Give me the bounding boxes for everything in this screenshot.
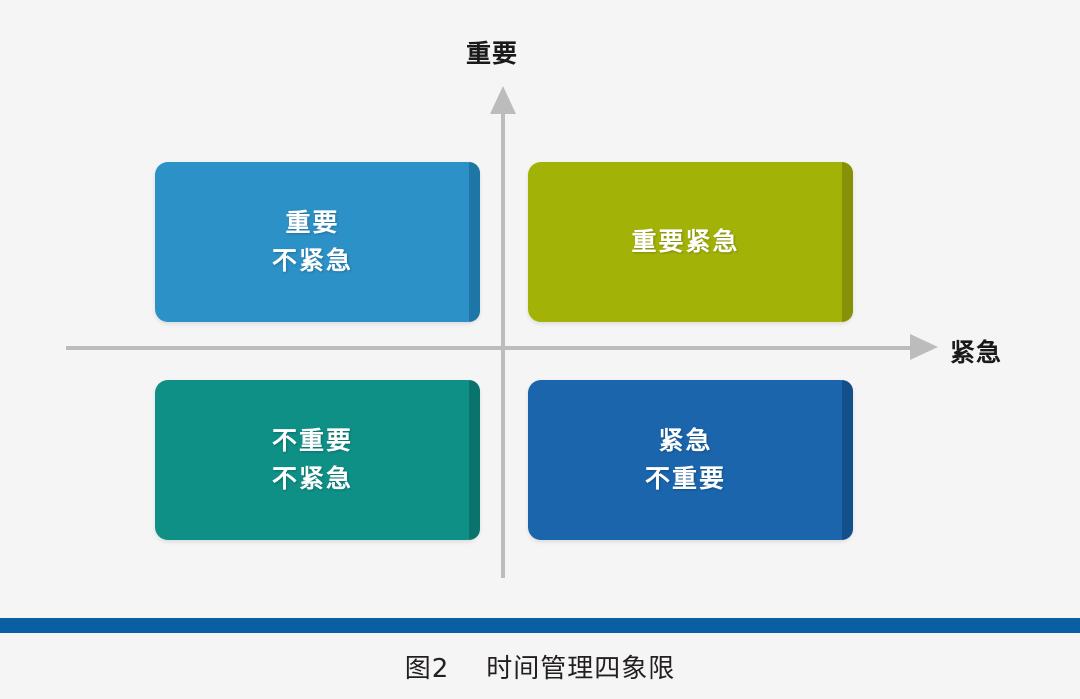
quadrant-label: 不重要 不紧急: [271, 427, 353, 493]
quadrant-label: 重要紧急: [631, 228, 740, 256]
horizontal-axis-line: [66, 346, 924, 350]
quadrant-label: 重要 不紧急: [271, 209, 353, 275]
quadrant-bevel: [469, 162, 480, 322]
vertical-axis-arrow-icon: [490, 86, 516, 114]
quadrant-bevel: [842, 380, 853, 540]
quadrant-important-urgent[interactable]: 重要紧急: [528, 162, 853, 322]
vertical-axis-label: 重要: [466, 40, 519, 68]
figure-canvas: 重要 紧急 重要 不紧急 重要紧急 不重要 不紧急 紧急 不重要: [66, 40, 1003, 578]
bottom-divider-rule: [0, 618, 1080, 633]
horizontal-axis-arrow-icon: [910, 334, 938, 360]
quadrant-urgent-not-important[interactable]: 紧急 不重要: [528, 380, 853, 540]
horizontal-axis-label: 紧急: [950, 339, 1003, 367]
quadrant-not-important-not-urgent[interactable]: 不重要 不紧急: [155, 380, 480, 540]
vertical-axis-line: [501, 110, 505, 578]
quadrant-bevel: [842, 162, 853, 322]
figure-caption: 图2 时间管理四象限: [404, 654, 676, 684]
quadrant-label: 紧急 不重要: [644, 427, 726, 493]
quadrant-important-not-urgent[interactable]: 重要 不紧急: [155, 162, 480, 322]
quadrant-bevel: [469, 380, 480, 540]
